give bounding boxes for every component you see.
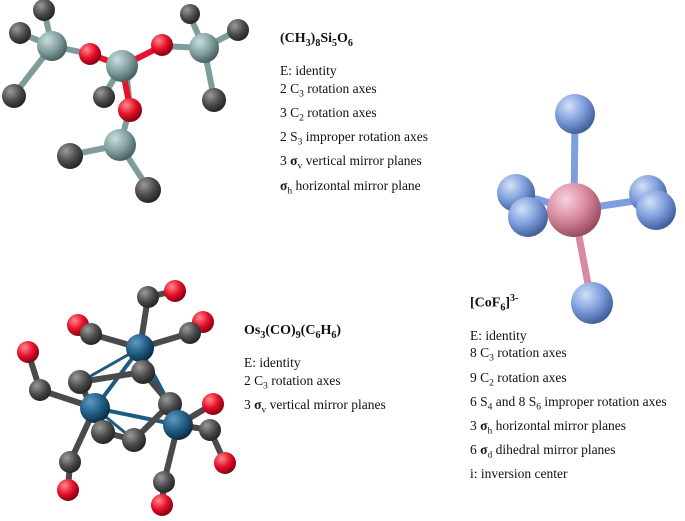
symmetry-element: 6 S4 and 8 S6 improper rotation axes [470,393,667,413]
symmetry-element: E: identity [244,355,301,371]
symmetry-element: 3 σv vertical mirror planes [280,153,422,173]
symmetry-element: 3 σh horizontal mirror planes [470,418,627,437]
molecule-co-info: [CoF6]3- E: identity 8 C3 rotation axes 9 … [470,290,667,483]
symmetry-element: σh horizontal mirror plane [280,177,421,197]
symmetry-element: 2 S3 improper rotation axes [280,129,428,148]
symmetry-element: 3 C2 rotation axes [280,104,377,124]
symmetry-elements-co: E: identity 8 C3 rotation axes 9 C2 rotati… [470,327,667,483]
symmetry-element: i: inversion center [470,466,568,482]
molecule-si-model [2,0,249,203]
symmetry-element: 8 C3 rotation axes [470,345,567,365]
symmetry-element: 2 C3 rotation axes [280,80,377,100]
symmetry-element: 6 σd dihedral mirror planes [470,442,616,461]
symmetry-element: 9 C2 rotation axes [470,369,567,389]
symmetry-element: E: identity [470,327,527,343]
molecule-os-model [17,280,236,516]
molecule-co-formula: [CoF6]3- [470,293,519,314]
molecule-co-model [497,94,676,324]
symmetry-element: 2 C3 rotation axes [244,372,341,392]
symmetry-element: E: identity [280,63,337,79]
molecule-os-formula: Os3(CO)9(C6H6) [244,323,342,341]
symmetry-element: 3 σv vertical mirror planes [244,396,386,416]
molecule-si-formula: (CH3)8Si5O6 [280,31,353,49]
